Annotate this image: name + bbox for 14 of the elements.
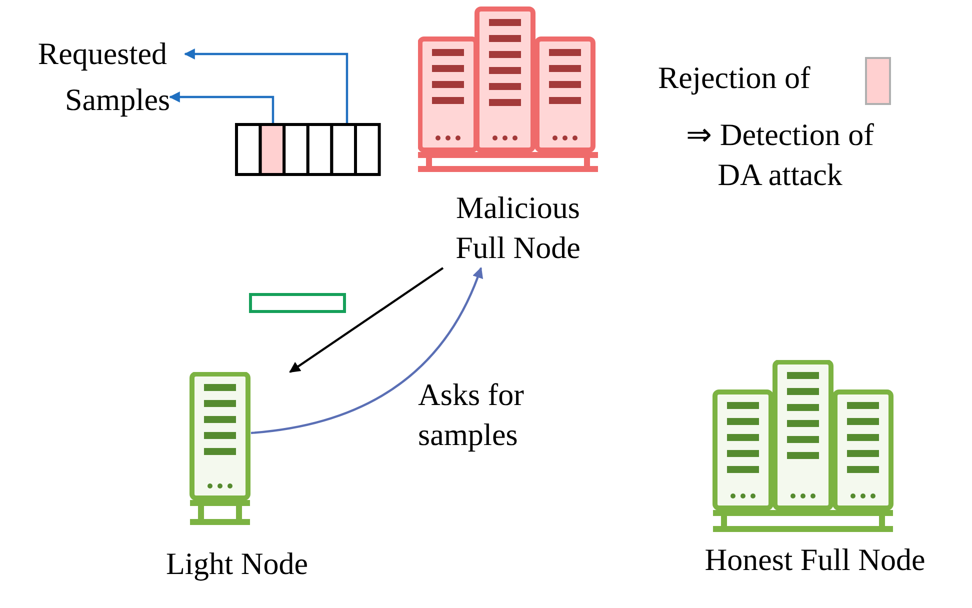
data-block — [249, 293, 346, 313]
node-label: Light Node — [164, 545, 310, 583]
node-label: Samples — [65, 81, 170, 119]
data-block-array — [235, 123, 381, 176]
node-label: Malicious Full Node — [454, 189, 582, 267]
arrow — [184, 48, 348, 123]
arrow — [250, 266, 483, 434]
note-text: Rejection of — [658, 59, 812, 97]
arrow — [168, 92, 274, 123]
node-label: Requested — [36, 35, 168, 73]
edge-label: Asks for samples — [418, 376, 525, 454]
note-text: ⇒ Detection of DA attack — [685, 116, 875, 194]
node-label: Honest Full Node — [704, 541, 926, 579]
arrow — [289, 267, 444, 373]
